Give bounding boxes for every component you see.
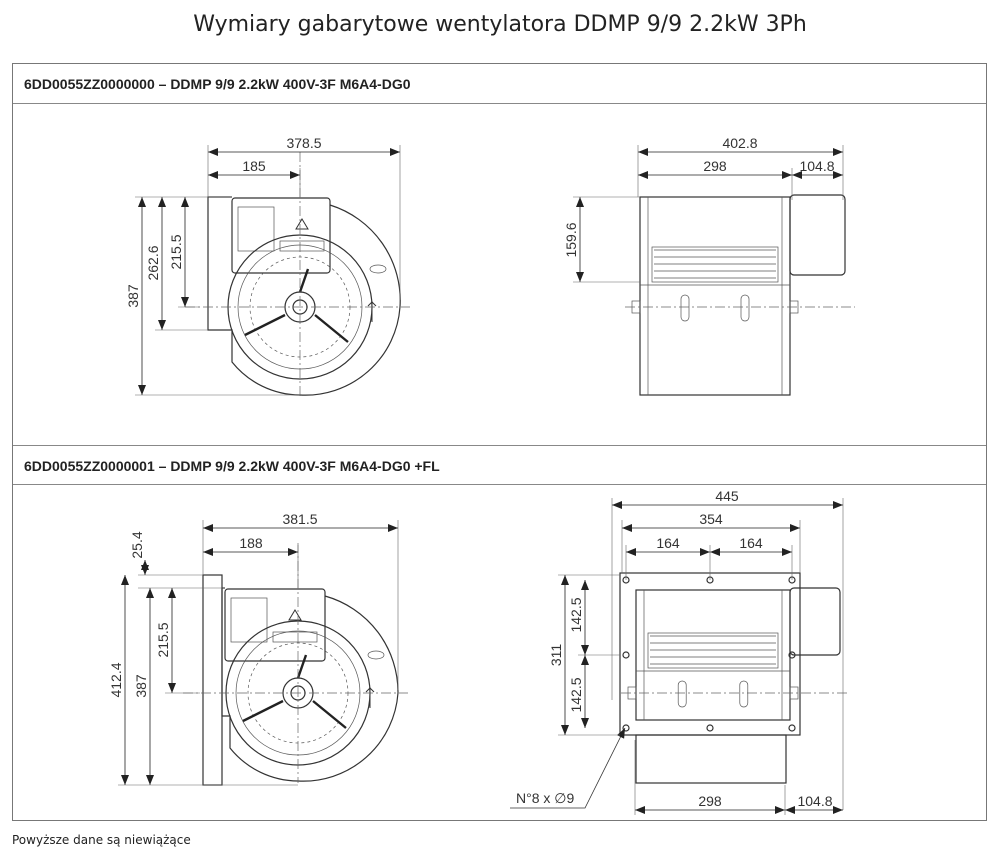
disclaimer-text: Powyższe dane są niewiążące (12, 833, 191, 847)
section-header-flange: 6DD0055ZZ0000001 – DDMP 9/9 2.2kW 400V-3… (13, 445, 986, 485)
page-title: Wymiary gabarytowe wentylatora DDMP 9/9 … (193, 12, 807, 37)
dimensions-table: 6DD0055ZZ0000000 – DDMP 9/9 2.2kW 400V-3… (12, 63, 987, 821)
section-header-standard: 6DD0055ZZ0000000 – DDMP 9/9 2.2kW 400V-3… (13, 64, 986, 104)
